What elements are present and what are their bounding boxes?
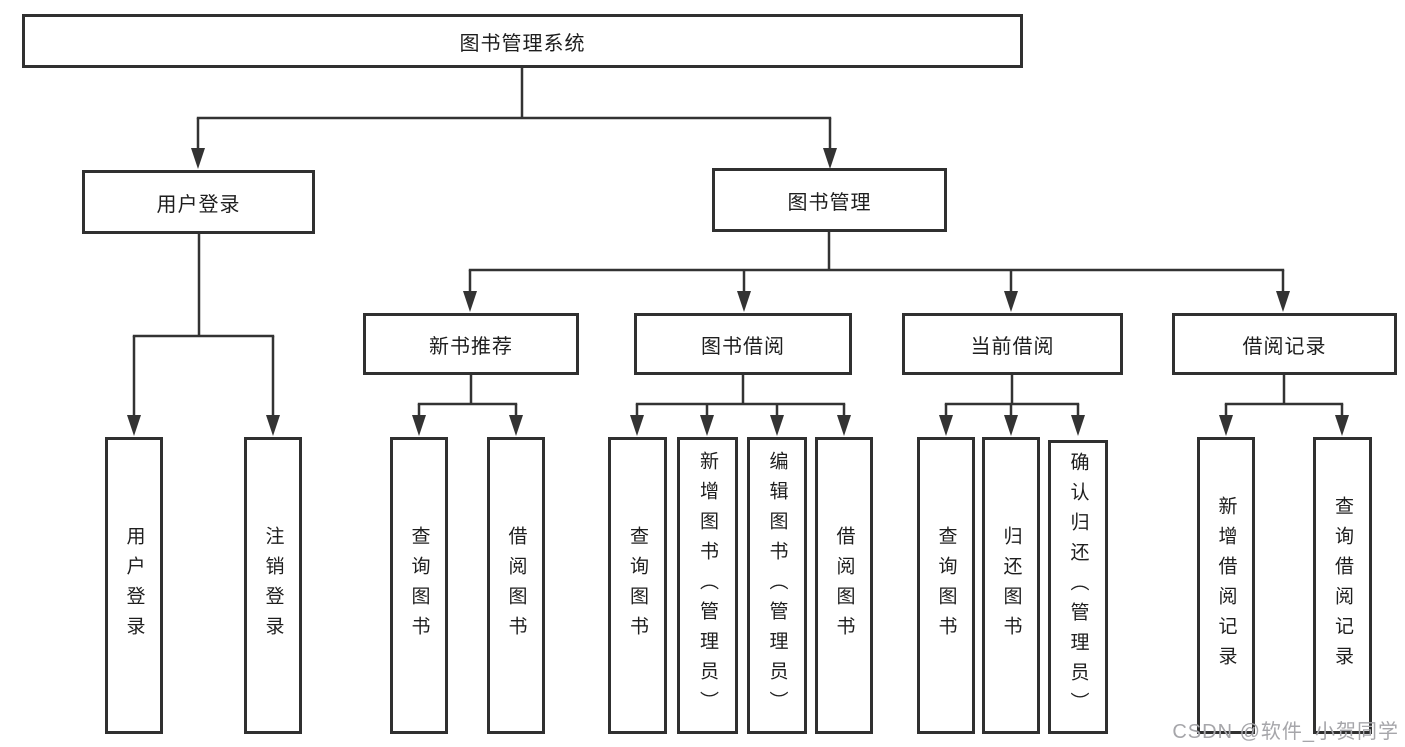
leaf-edit-book-admin: 编辑图书（管理员） — [747, 437, 807, 734]
node-book-management-module: 图书管理 — [712, 168, 947, 232]
node-new-book-recommend: 新书推荐 — [363, 313, 579, 375]
node-borrowing-records: 借阅记录 — [1172, 313, 1397, 375]
leaf-confirm-return-admin: 确认归还（管理员） — [1048, 440, 1108, 734]
node-root-system: 图书管理系统 — [22, 14, 1023, 68]
leaf-query-books-current: 查询图书 — [917, 437, 975, 734]
node-book-borrowing: 图书借阅 — [634, 313, 852, 375]
node-user-login-module: 用户登录 — [82, 170, 315, 234]
leaf-user-login: 用户登录 — [105, 437, 163, 734]
leaf-query-books-recommend: 查询图书 — [390, 437, 448, 734]
csdn-watermark: CSDN @软件_小贺同学 — [1172, 721, 1399, 743]
leaf-borrow-books: 借阅图书 — [815, 437, 873, 734]
arrowhead-icons — [127, 148, 1349, 436]
leaf-return-book: 归还图书 — [982, 437, 1040, 734]
leaf-query-books-borrowing: 查询图书 — [608, 437, 667, 734]
leaf-logout: 注销登录 — [244, 437, 302, 734]
leaf-add-borrow-record: 新增借阅记录 — [1197, 437, 1255, 734]
leaf-add-book-admin: 新增图书（管理员） — [677, 437, 738, 734]
leaf-query-borrow-record: 查询借阅记录 — [1313, 437, 1372, 734]
leaf-borrow-books-recommend: 借阅图书 — [487, 437, 545, 734]
node-current-borrowing: 当前借阅 — [902, 313, 1123, 375]
